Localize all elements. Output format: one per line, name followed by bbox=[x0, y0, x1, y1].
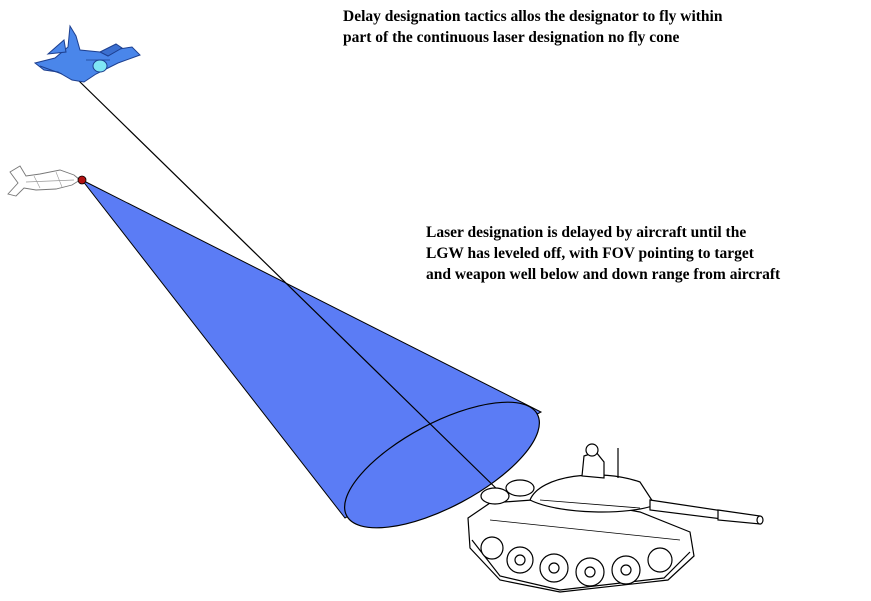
guided-weapon-icon bbox=[7, 165, 87, 197]
caption-top-line: Delay designation tactics allos the desi… bbox=[343, 8, 723, 25]
caption-middle-line: LGW has leveled off, with FOV pointing t… bbox=[426, 245, 754, 262]
laser-fov-cone bbox=[81, 179, 543, 529]
caption-top-line: part of the continuous laser designation… bbox=[343, 29, 680, 46]
seeker-head-icon bbox=[77, 175, 87, 185]
tank-icon bbox=[467, 443, 764, 593]
caption-top: Delay designation tactics allos the desi… bbox=[343, 6, 722, 48]
caption-middle: Laser designation is delayed by aircraft… bbox=[426, 222, 780, 285]
caption-middle-line: Laser designation is delayed by aircraft… bbox=[426, 224, 747, 241]
fighter-jet-icon bbox=[33, 24, 141, 83]
cone-base bbox=[344, 401, 540, 529]
laser-designation-line bbox=[77, 79, 506, 498]
caption-middle-line: and weapon well below and down range fro… bbox=[426, 266, 781, 283]
